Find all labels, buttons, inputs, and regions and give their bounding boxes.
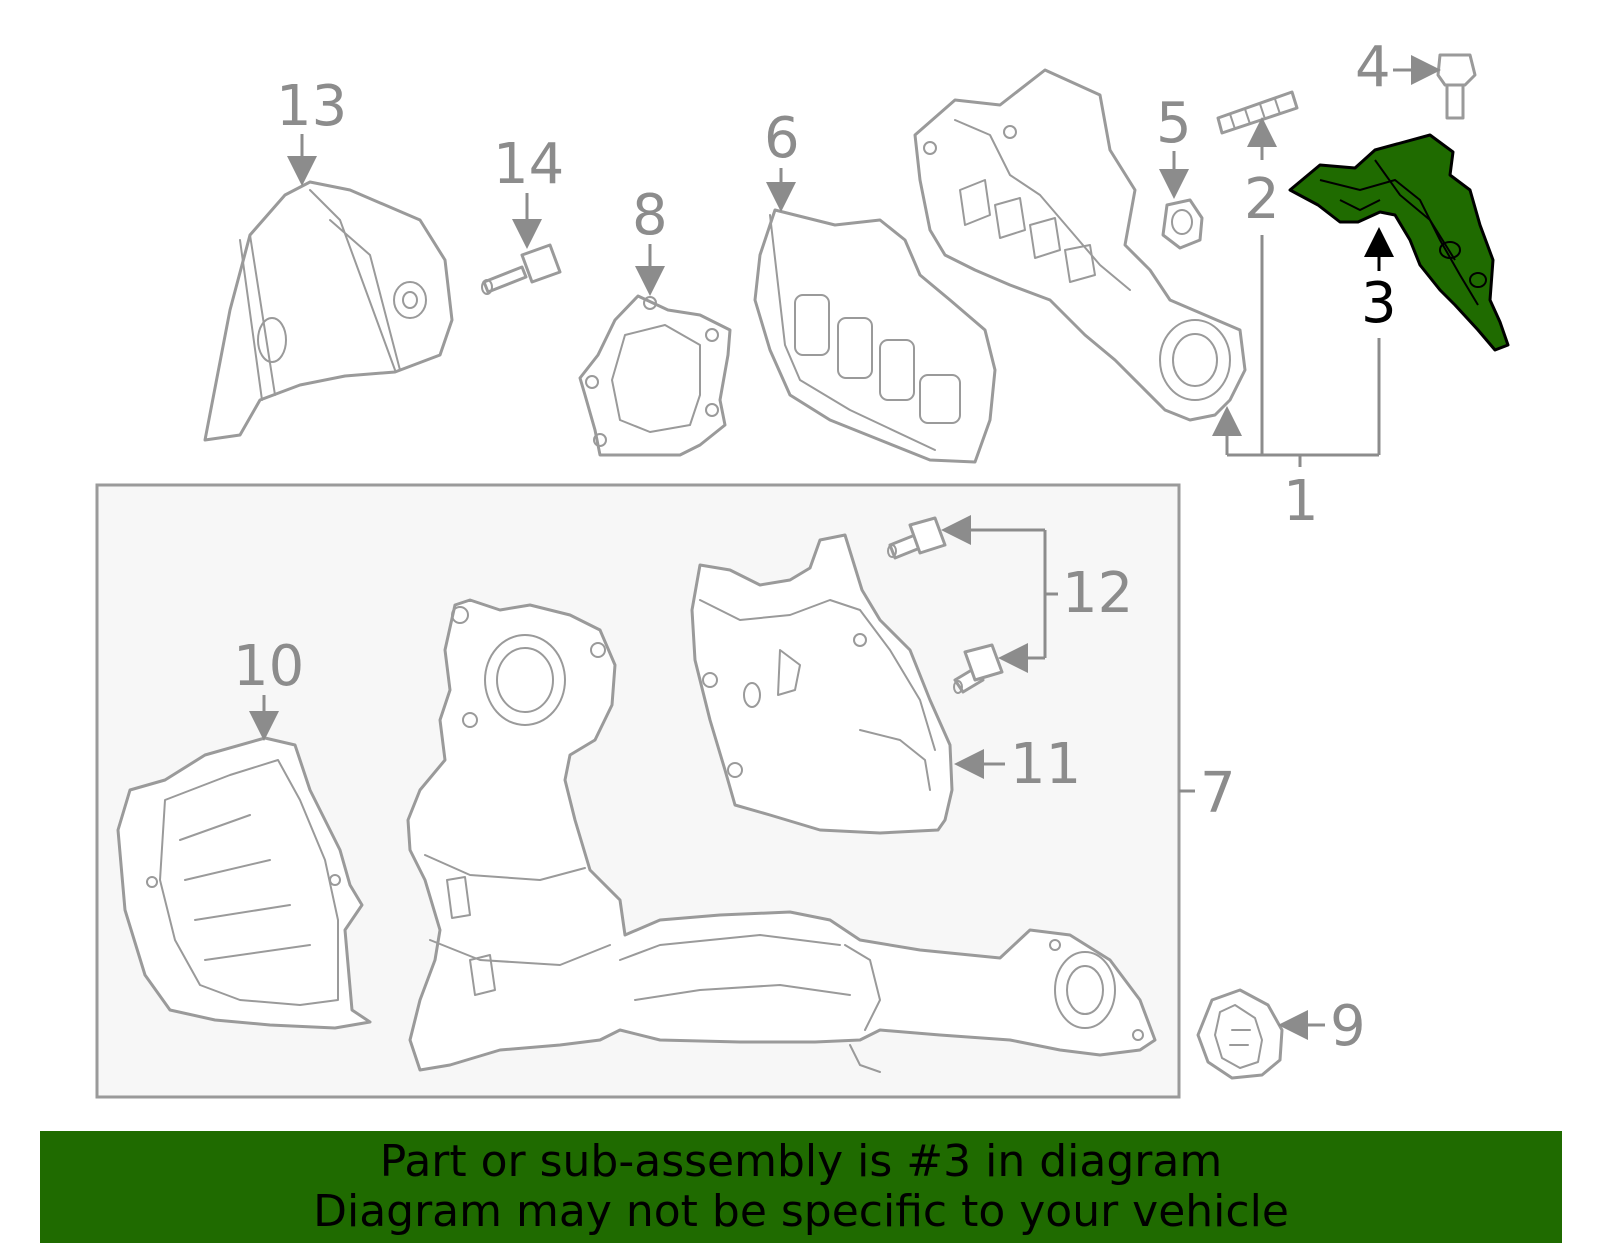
part-5-nut	[1161, 198, 1204, 250]
callout-7: 7	[1200, 761, 1236, 826]
part-14-bolt	[481, 243, 562, 295]
part-10-heat-shield	[116, 736, 372, 1030]
callout-10: 10	[233, 634, 304, 699]
part-4-bolt	[1436, 53, 1477, 120]
callout-13: 13	[276, 74, 347, 139]
callout-14: 14	[493, 132, 564, 197]
part-9-rubber-hanger	[1196, 988, 1284, 1080]
info-banner: Part or sub-assembly is #3 in diagram Di…	[40, 1131, 1562, 1243]
callout-2: 2	[1244, 167, 1280, 232]
part-2-stud	[1216, 90, 1299, 135]
callout-9: 9	[1330, 994, 1366, 1059]
callout-5: 5	[1156, 91, 1192, 156]
callout-1: 1	[1283, 469, 1319, 534]
banner-line-disclaimer: Diagram may not be specific to your vehi…	[313, 1186, 1289, 1237]
part-3-heat-shield-highlighted	[1288, 133, 1510, 352]
callout-4: 4	[1355, 35, 1391, 100]
part-8-gasket	[578, 294, 732, 457]
part-1-exhaust-manifold	[913, 68, 1247, 422]
callout-12: 12	[1062, 561, 1133, 626]
callout-11: 11	[1010, 732, 1081, 797]
part-6-manifold-gasket	[753, 208, 997, 464]
callout-3: 3	[1361, 271, 1397, 336]
callout-8: 8	[632, 183, 668, 248]
banner-line-part: Part or sub-assembly is #3 in diagram	[379, 1136, 1223, 1187]
part-11-heat-shield	[690, 533, 954, 835]
part-13-heat-shield	[203, 180, 454, 442]
callout-6: 6	[764, 106, 800, 171]
part-7-catalytic-converter-pipe	[406, 598, 1157, 1073]
part-12-bolt-upper	[887, 516, 947, 560]
